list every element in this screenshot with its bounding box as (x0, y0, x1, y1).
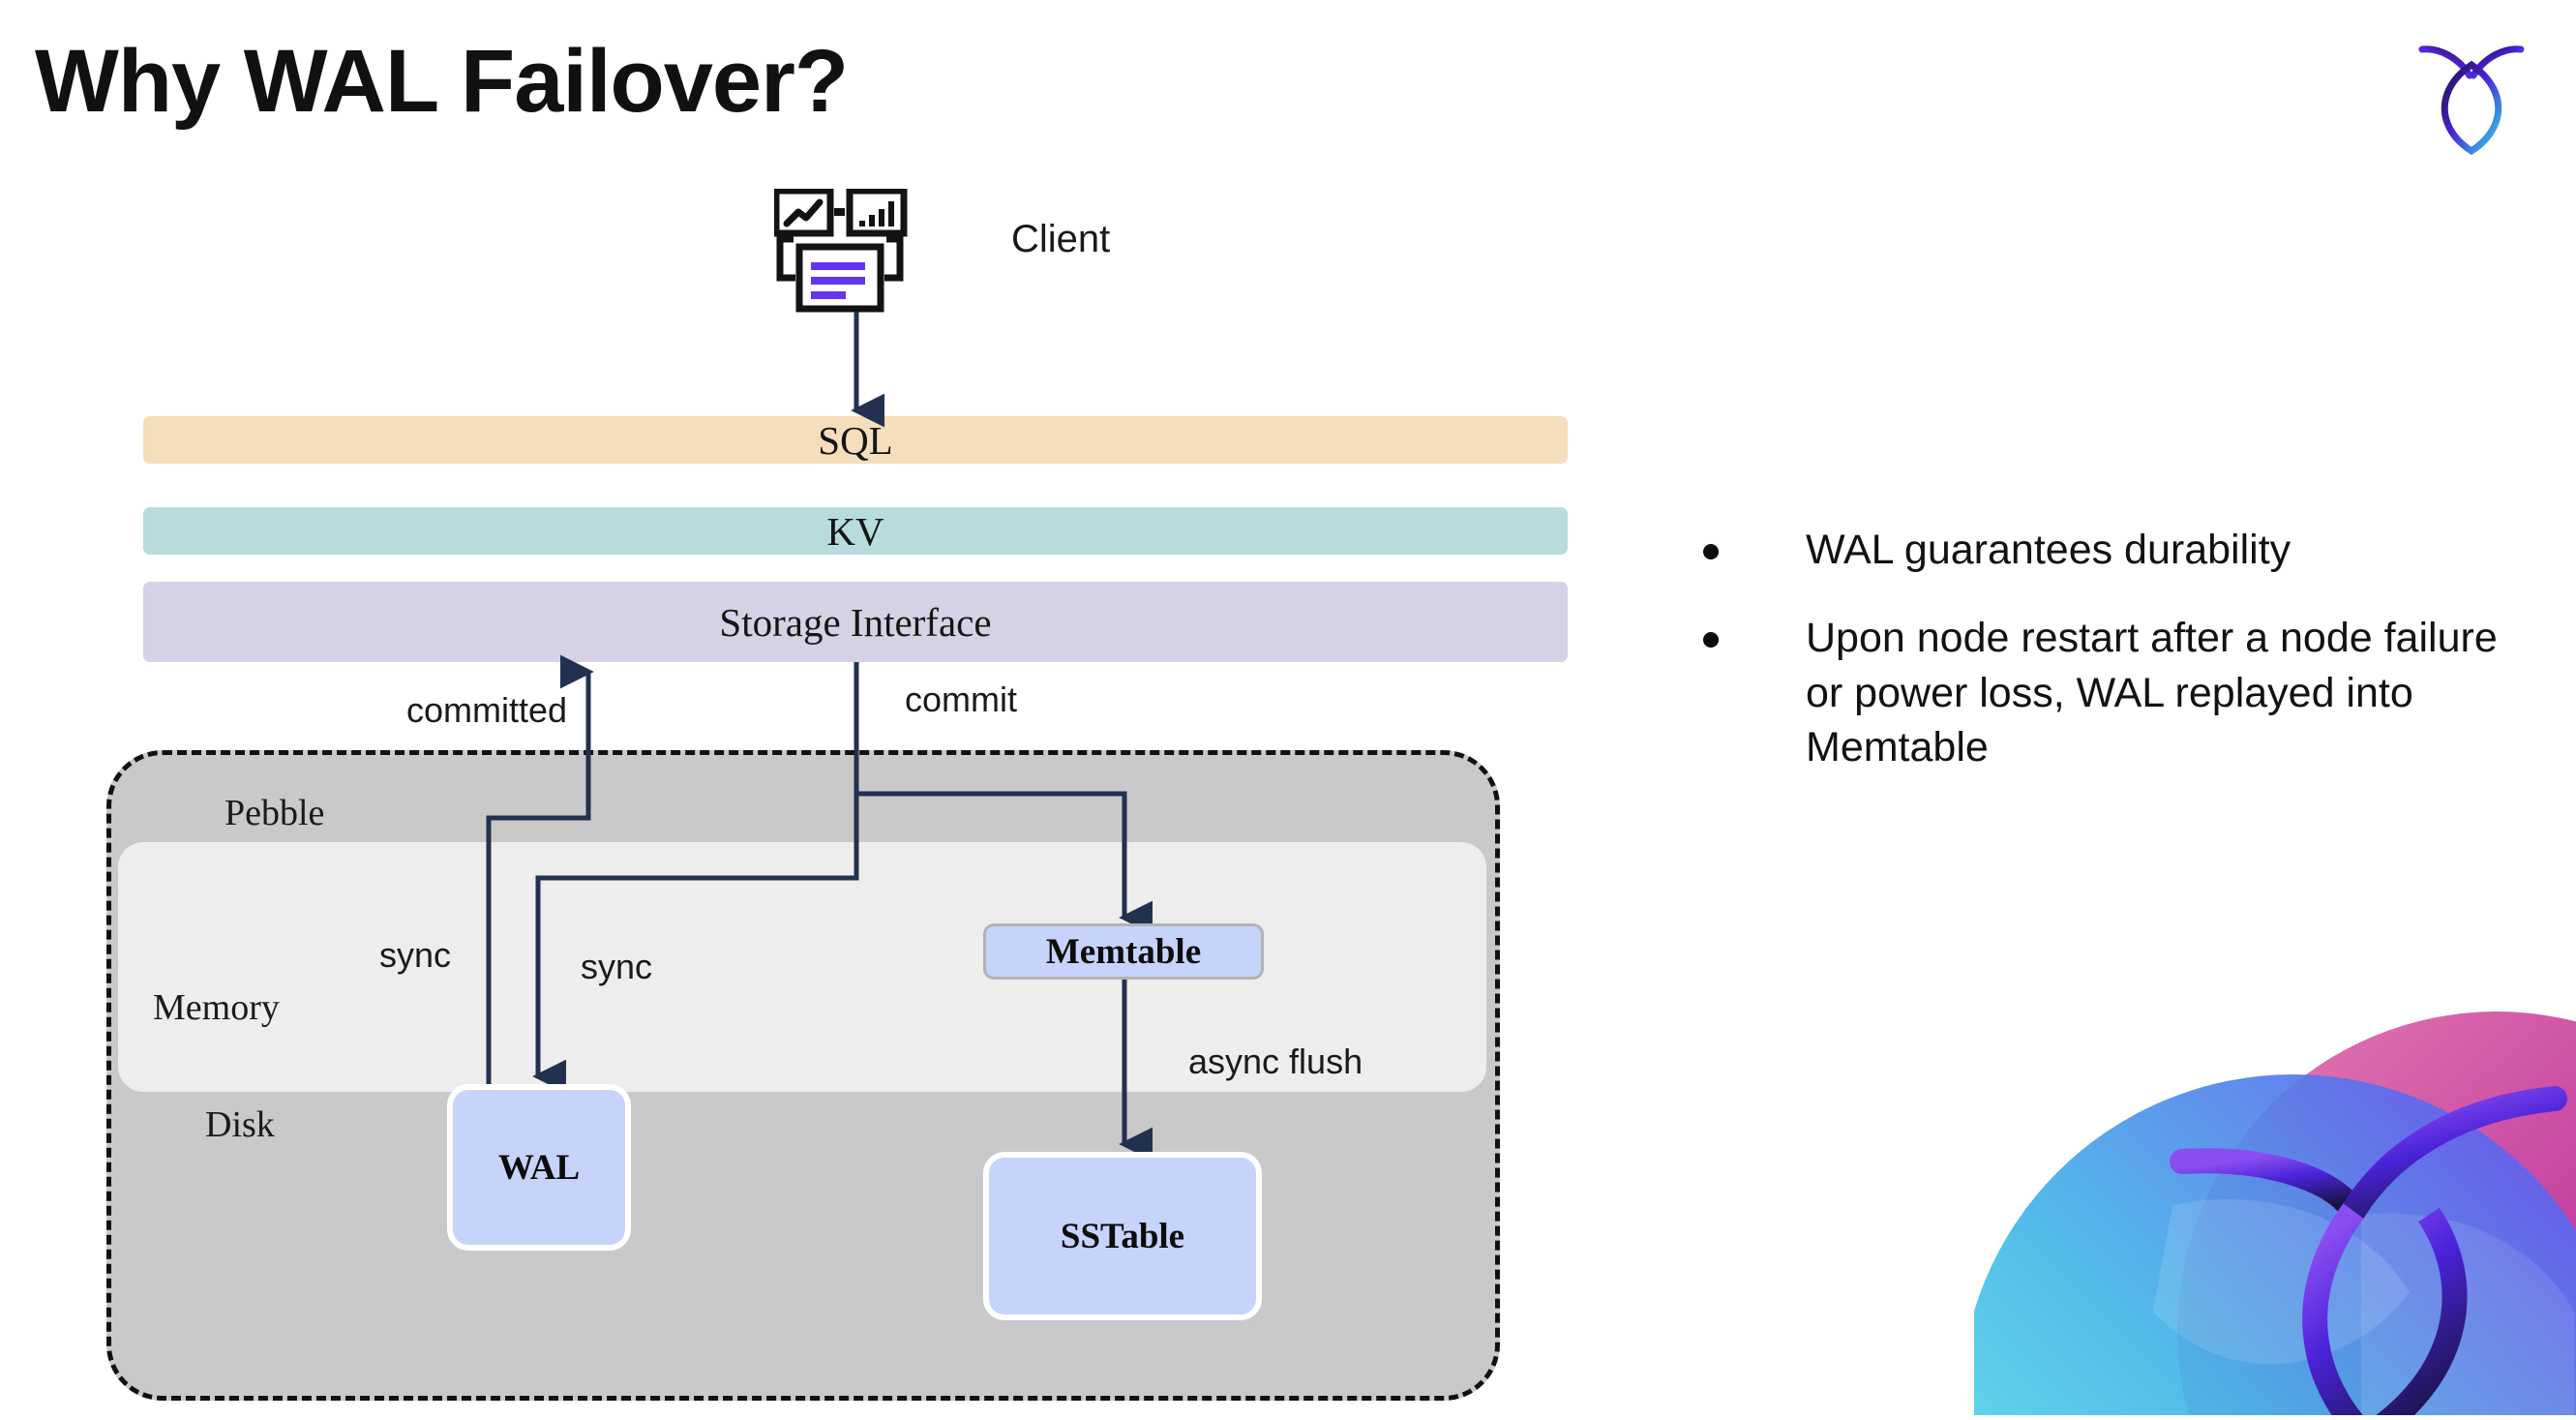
cockroachdb-logo-icon (2414, 33, 2529, 156)
bullet-text: Upon node restart after a node failure o… (1806, 614, 2498, 771)
memory-label: Memory (153, 987, 280, 1028)
bullet-text: WAL guarantees durability (1806, 527, 2291, 573)
layer-bar-kv: KV (143, 507, 1568, 555)
pebble-label: Pebble (225, 793, 325, 833)
node-memtable: Memtable (983, 923, 1264, 980)
bullet-dot-icon (1703, 631, 1719, 648)
client-label: Client (1011, 218, 1111, 260)
node-sstable: SSTable (983, 1152, 1262, 1320)
layer-bar-sql: SQL (143, 416, 1568, 464)
bullet-dot-icon (1703, 544, 1719, 559)
corner-gradient-artwork (1974, 924, 2576, 1415)
edge-label-sync-left: sync (379, 935, 452, 975)
node-wal: WAL (447, 1084, 631, 1251)
page-title: Why WAL Failover? (35, 32, 849, 131)
bullet-list: WAL guarantees durability Upon node rest… (1703, 523, 2535, 808)
disk-label: Disk (205, 1104, 275, 1145)
list-item: Upon node restart after a node failure o… (1703, 611, 2535, 775)
list-item: WAL guarantees durability (1703, 523, 2535, 578)
edge-label-committed: committed (406, 690, 568, 730)
edge-label-sync-right: sync (581, 947, 653, 986)
layer-bar-storage-interface: Storage Interface (143, 582, 1568, 662)
client-devices-icon (772, 187, 929, 315)
edge-label-commit: commit (905, 680, 1017, 719)
edge-label-async-flush: async flush (1188, 1042, 1363, 1081)
